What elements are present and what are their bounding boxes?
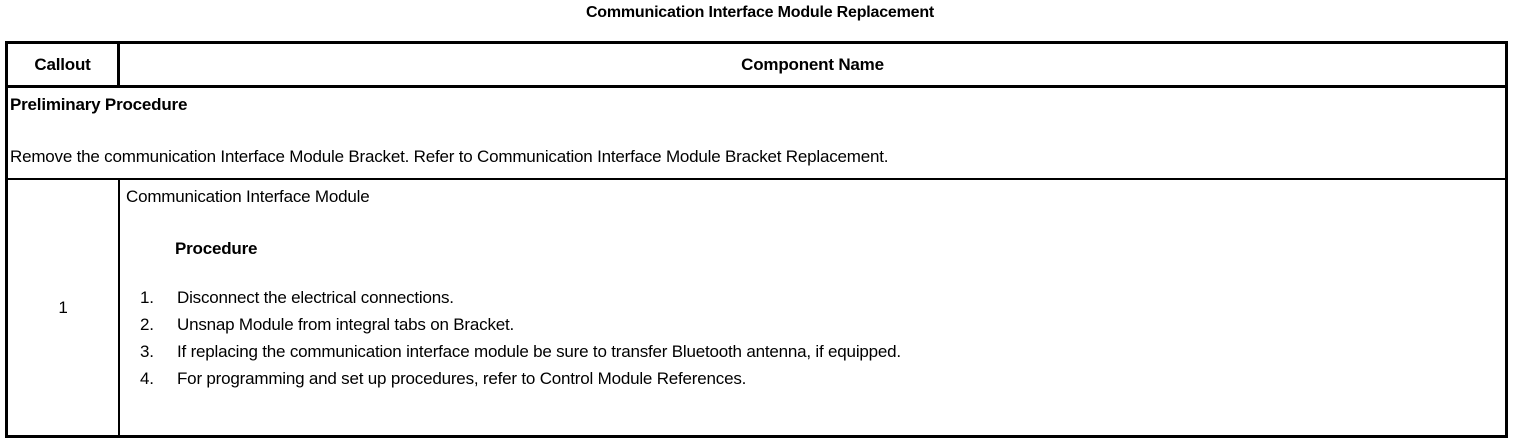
step-number: 4. [140,369,154,388]
step-number: 1. [140,288,154,307]
procedure-step-list: 1. Disconnect the electrical connections… [126,284,1505,392]
column-header-callout: Callout [8,44,120,85]
list-item: 2. Unsnap Module from integral tabs on B… [126,311,1505,338]
step-text: If replacing the communication interface… [177,342,901,361]
preliminary-procedure-text: Remove the communication Interface Modul… [10,147,889,166]
list-item: 4. For programming and set up procedures… [126,365,1505,392]
list-item: 3. If replacing the communication interf… [126,338,1505,365]
callout-number: 1 [8,180,120,435]
preliminary-procedure-heading: Preliminary Procedure [10,95,188,114]
component-detail-cell: Communication Interface Module Procedure… [120,180,1505,435]
step-number: 2. [140,315,154,334]
step-text: Unsnap Module from integral tabs on Brac… [177,315,515,334]
preliminary-procedure-row: Preliminary Procedure Remove the communi… [8,88,1505,180]
procedure-heading: Procedure [175,239,258,258]
table-header-row: Callout Component Name [8,44,1505,88]
column-header-component-name: Component Name [741,54,884,74]
step-text: Disconnect the electrical connections. [177,288,454,307]
component-name-label: Communication Interface Module [126,187,370,206]
step-number: 3. [140,342,154,361]
list-item: 1. Disconnect the electrical connections… [126,284,1505,311]
replacement-procedure-table: Callout Component Name Preliminary Proce… [5,41,1508,438]
page-title: Communication Interface Module Replaceme… [585,4,935,21]
table-row: 1 Communication Interface Module Procedu… [8,180,1505,435]
step-text: For programming and set up procedures, r… [177,369,747,388]
